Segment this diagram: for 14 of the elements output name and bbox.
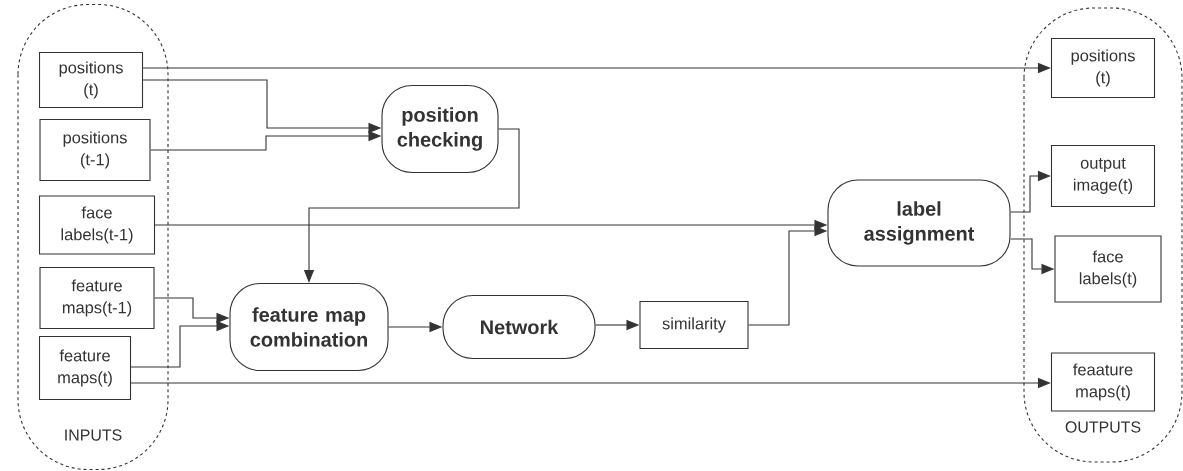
labeled-box: positions (t) [1050,37,1156,99]
labeled-box: similarity [639,300,749,350]
labeled-box: positions (t) [38,51,144,109]
labeled-box: feature maps(t-1) [39,266,155,330]
labeled-box: face labels(t-1) [38,195,156,255]
labeled-box: face labels(t) [1054,235,1162,303]
labeled-box: feature maps(t) [38,335,132,401]
labeled-box: output image(t) [1050,144,1156,208]
labeled-box: positions (t-1) [39,118,151,182]
process-box: feature map combination [229,282,389,372]
process-box: label assignment [827,179,1011,267]
labeled-box: feaature maps(t) [1050,352,1156,412]
process-box: Network [442,294,596,360]
process-box: position checking [381,84,499,174]
